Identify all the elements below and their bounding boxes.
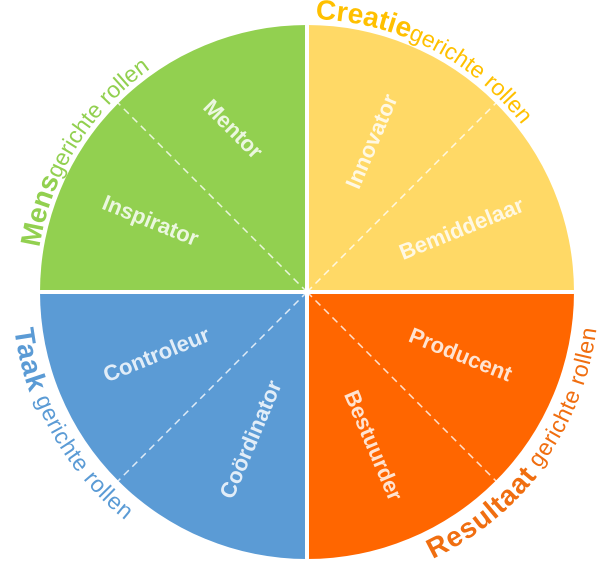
quadrant-resultaat <box>307 292 574 559</box>
quadrant-resultaat-shape <box>307 292 574 559</box>
quadrant-taak-shape <box>40 292 307 559</box>
quadrant-mens <box>40 25 307 292</box>
quadrant-taak <box>40 292 307 559</box>
quadrant-creatie <box>307 25 574 292</box>
quadrant-mens-shape <box>40 25 307 292</box>
dashed-sub-dividers <box>117 102 497 482</box>
quadrant-creatie-shape <box>307 25 574 292</box>
